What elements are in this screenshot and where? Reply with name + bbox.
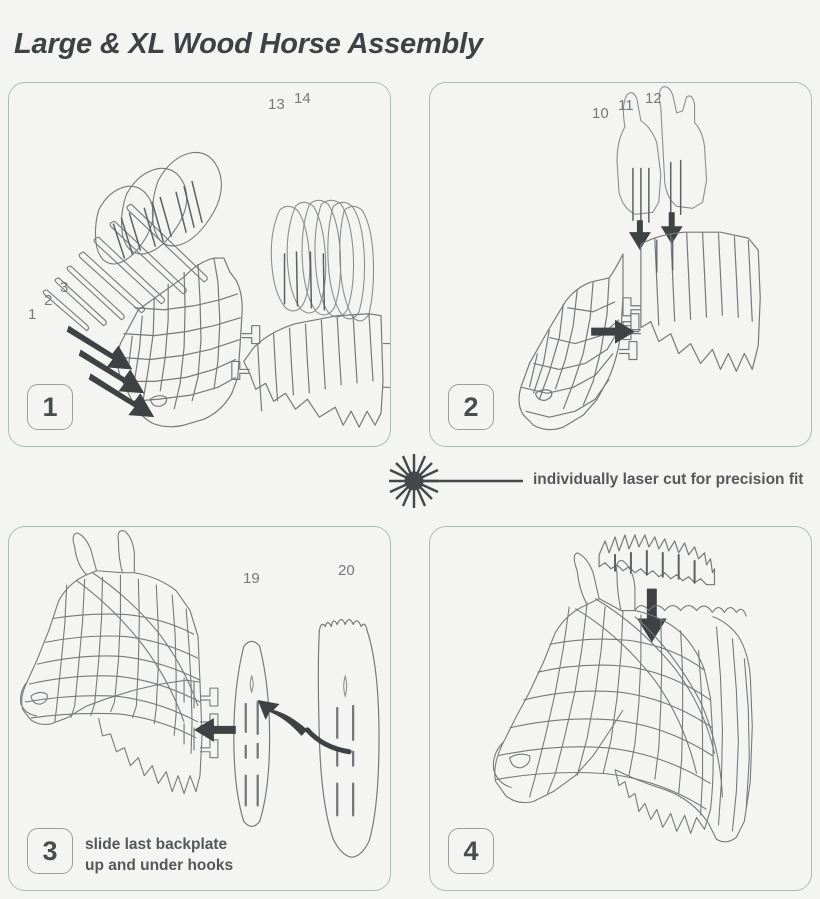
part-label-19: 19 [243, 570, 260, 587]
part-label-13: 13 [268, 96, 285, 113]
step-3-illustration [20, 530, 380, 858]
step-panel-3: 3 slide last backplate up and under hook… [8, 526, 391, 891]
laser-starburst-icon [389, 454, 523, 508]
part-label-1: 1 [28, 306, 37, 323]
step-number-badge-1: 1 [27, 384, 73, 430]
part-label-11: 11 [618, 97, 634, 114]
step-4-illustration [492, 534, 753, 843]
part-label-3: 3 [60, 279, 69, 296]
step-2-illustration [518, 86, 761, 431]
step-number-badge-3: 3 [27, 828, 73, 874]
part-label-12: 12 [645, 90, 662, 107]
step-panel-2: 2 [429, 82, 812, 447]
step-number-badge-4: 4 [448, 828, 494, 874]
step-1-illustration [42, 151, 390, 428]
step-3-caption: slide last backplate up and under hooks [85, 836, 234, 874]
part-label-2: 2 [44, 292, 53, 309]
laser-cut-label: individually laser cut for precision fit [533, 471, 804, 488]
step-panel-4: 4 [429, 526, 812, 891]
page-title: Large & XL Wood Horse Assembly [14, 28, 483, 60]
part-label-20: 20 [338, 562, 355, 579]
step-number-badge-2: 2 [448, 384, 494, 430]
part-label-10: 10 [592, 105, 609, 122]
part-label-14: 14 [294, 90, 311, 107]
laser-cut-annotation: individually laser cut for precision fit [385, 452, 815, 510]
step-panel-1: 1 [8, 82, 391, 447]
